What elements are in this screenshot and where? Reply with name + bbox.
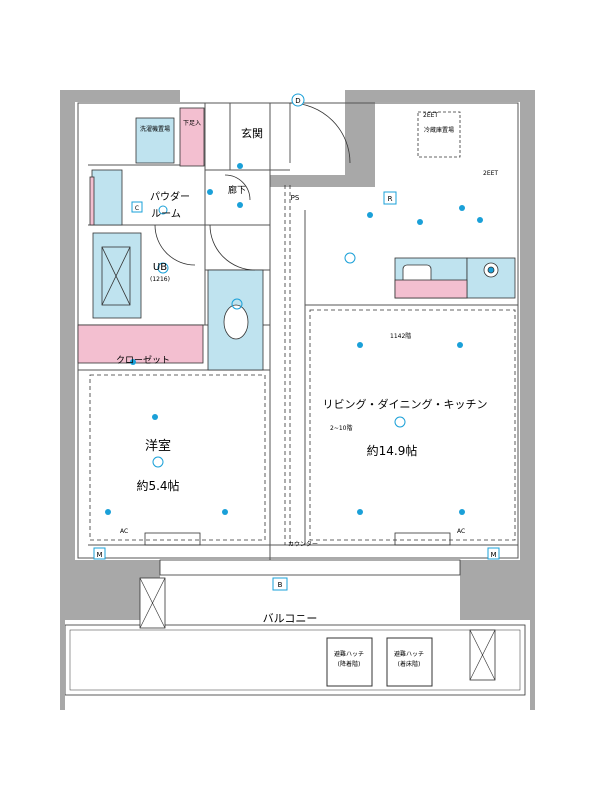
hatch-1-line1: 避難ハッチ bbox=[334, 650, 364, 658]
label-ldk: リビング・ダイニング・キッチン bbox=[323, 397, 488, 411]
escape-hatches bbox=[326, 637, 433, 687]
label-balcony: バルコニー bbox=[263, 612, 318, 625]
eet-right-text: 2EET bbox=[483, 170, 498, 177]
marker-m-left-text: M bbox=[96, 551, 102, 559]
label-unit-bath-size: (1216) bbox=[150, 276, 170, 283]
closet-shelf bbox=[77, 324, 204, 364]
label-hallway: 廊下 bbox=[228, 184, 246, 196]
washbasin-counter bbox=[91, 169, 123, 226]
fridge-space bbox=[417, 111, 461, 158]
toilet bbox=[223, 304, 249, 340]
laundry-pan bbox=[135, 117, 175, 164]
ceiling-lights bbox=[152, 205, 406, 468]
hatch-2-line1: 避難ハッチ bbox=[394, 650, 424, 658]
hatch-2 bbox=[386, 637, 433, 687]
height-note-text: 1142階 bbox=[390, 332, 411, 340]
ac-unit-right bbox=[394, 532, 451, 546]
label-shoe-storage: 下足入 bbox=[183, 120, 201, 127]
room-labels: 玄関 下足入 パウダー ルーム 廊下 PS UB (1216) クローゼット 洋… bbox=[116, 120, 488, 625]
markers: D R C B M M AC AC 2EET 2EET 1142階 2~10階 bbox=[93, 93, 500, 591]
hatch-labels: 避難ハッチ (降着階) 避難ハッチ (着床階) bbox=[334, 650, 424, 668]
eet-top-text: 2EET bbox=[423, 112, 438, 119]
label-western-room: 洋室 bbox=[145, 438, 171, 454]
label-powder-room-1: パウダー bbox=[150, 190, 190, 203]
entrance-door-swing bbox=[289, 102, 351, 164]
label-ps: PS bbox=[291, 194, 300, 202]
marker-r-text: R bbox=[388, 195, 393, 203]
label-closet: クローゼット bbox=[116, 354, 170, 366]
hatch-1-line2: (降着階) bbox=[338, 660, 361, 668]
marker-d bbox=[291, 93, 305, 107]
balcony bbox=[60, 559, 535, 710]
ac-unit-left bbox=[144, 532, 201, 546]
label-western-room-size: 約5.4帖 bbox=[136, 478, 179, 493]
label-powder-room-2: ルーム bbox=[151, 208, 181, 220]
height-note2-text: 2~10階 bbox=[330, 424, 352, 432]
ub-door-swing bbox=[154, 224, 196, 266]
ceiling-lines bbox=[89, 185, 516, 545]
kitchen-counter-front bbox=[394, 279, 468, 299]
marker-b-text: B bbox=[278, 581, 283, 589]
label-counter: カウンター bbox=[288, 540, 318, 548]
ac-left-text: AC bbox=[120, 528, 128, 535]
label-ldk-size: 約14.9帖 bbox=[367, 443, 418, 458]
marker-c-text: C bbox=[135, 205, 139, 212]
label-fridge: 冷蔵庫置場 bbox=[424, 126, 454, 134]
bath-door-swing bbox=[209, 224, 256, 271]
pink-fixtures bbox=[77, 107, 468, 364]
label-unit-bath: UB bbox=[153, 262, 167, 273]
label-entrance: 玄関 bbox=[241, 126, 263, 140]
marker-d-text: D bbox=[295, 97, 300, 105]
label-laundry: 洗濯機置場 bbox=[140, 125, 170, 133]
electrical-points bbox=[105, 163, 483, 515]
ac-right-text: AC bbox=[457, 528, 465, 535]
marker-m-right-text: M bbox=[490, 551, 496, 559]
shoe-cabinet bbox=[179, 107, 205, 167]
hatch-1 bbox=[326, 637, 373, 687]
hatch-2-line2: (着床階) bbox=[398, 660, 421, 668]
